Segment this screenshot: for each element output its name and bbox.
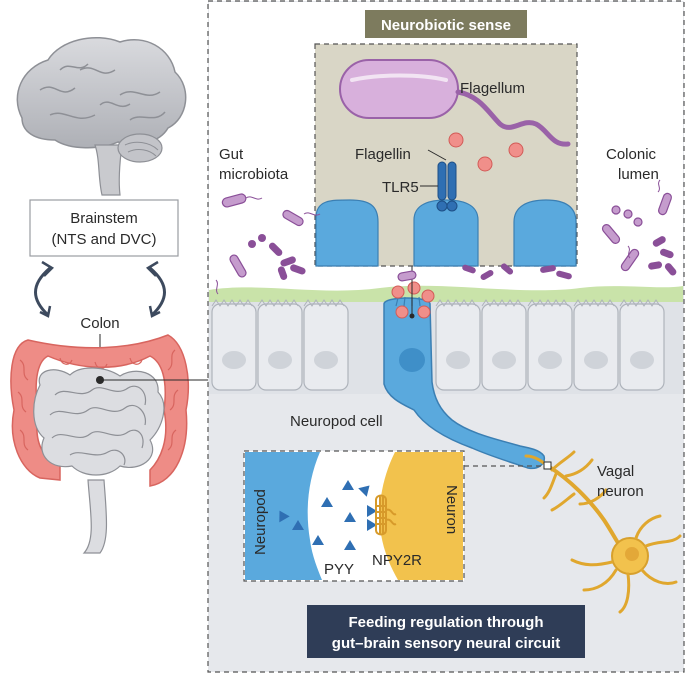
colon-label: Colon [80,315,119,332]
inset-neuron-label: Neuron [443,485,460,534]
vagal-neuron-label-line2: neuron [597,483,644,500]
colonic-lumen-label-line2: lumen [618,166,659,183]
flagellum-label: Flagellum [460,80,525,97]
epithelial-layer [209,299,683,394]
gut-microbiota-label-line1: Gut [219,146,244,163]
brain-illustration [16,36,187,196]
gut-bacteria-cluster-right [601,179,677,276]
neurobiotic-sense-banner [365,10,527,38]
brainstem-label-box: Brainstem (NTS and DVC) [29,199,179,257]
feeding-regulation-banner [307,605,585,658]
pyy-label: PYY [324,561,354,578]
synapse-marker [543,461,552,470]
feeding-regulation-line2: gut–brain sensory neural circuit [332,635,560,652]
vagal-neuron-label-line1: Vagal [597,463,634,480]
brainstem-label-line2: (NTS and DVC) [51,231,156,248]
inset-neuropod-label: Neuropod [252,489,269,555]
synapse-inset [243,450,465,582]
gut-bacteria-cluster-center [397,263,572,282]
colon-illustration [10,334,189,554]
neurobiotic-sense-title: Neurobiotic sense [381,17,511,34]
flagellin-particles-surface [391,281,435,319]
flagellin-label: Flagellin [355,146,411,163]
bidirectional-arrows [34,260,166,318]
neuropod-cell [383,296,546,470]
vagal-neuron [524,450,682,614]
feeding-regulation-line1: Feeding regulation through [349,614,544,631]
pointer-dot [409,313,415,319]
colonic-lumen-label-line1: Colonic [606,146,657,163]
neuropod-cell-label: Neuropod cell [290,413,383,430]
neurobiotic-inset [314,43,578,267]
gut-bacteria-cluster-left [215,193,321,295]
brainstem-label-line1: Brainstem [70,210,138,227]
gut-microbiota-label-line2: microbiota [219,166,289,183]
tlr5-label: TLR5 [382,179,419,196]
npy2r-label: NPY2R [372,552,422,569]
